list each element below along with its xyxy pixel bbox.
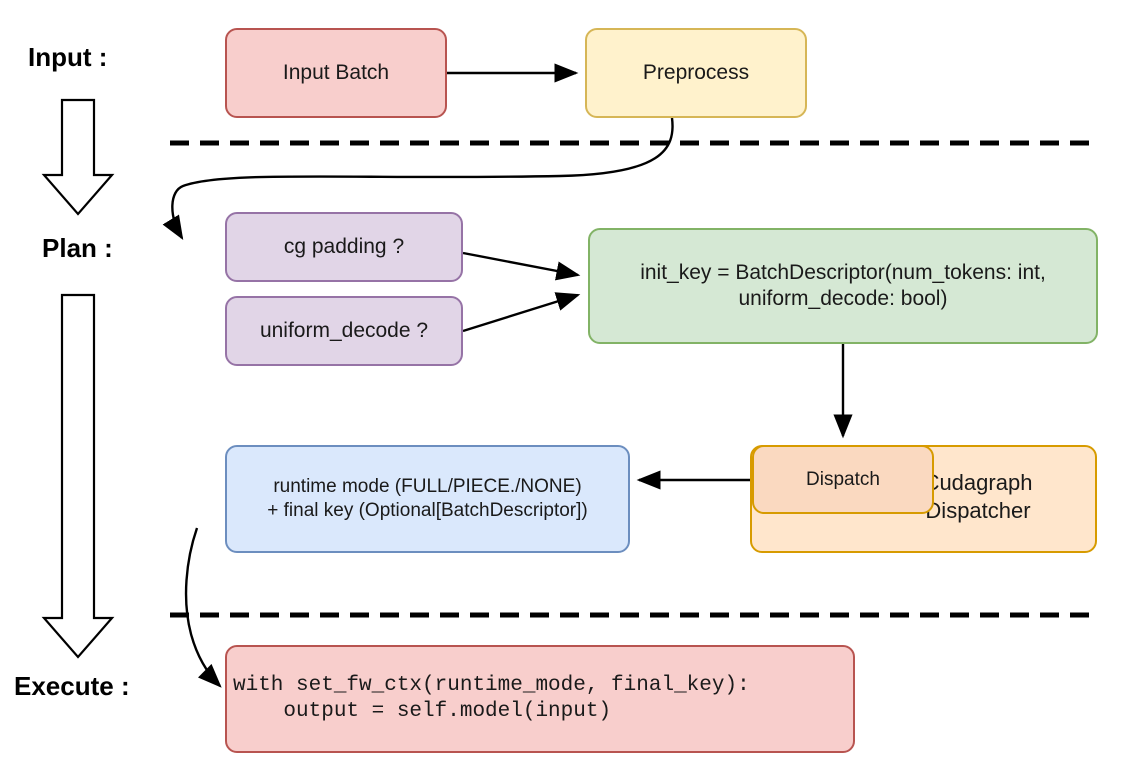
block-arrow-plan-to-execute (41, 293, 115, 659)
node-init-key[interactable]: init_key = BatchDescriptor(num_tokens: i… (588, 228, 1098, 344)
conn-uniform-decode-to-init-key (462, 292, 581, 333)
node-execute-code[interactable]: with set_fw_ctx(runtime_mode, final_key)… (225, 645, 855, 753)
stage-label-plan: Plan : (42, 233, 113, 263)
node-input-batch[interactable]: Input Batch (225, 28, 447, 118)
node-cg-padding[interactable]: cg padding ? (225, 212, 463, 282)
node-uniform-decode[interactable]: uniform_decode ? (225, 296, 463, 366)
stage-label-execute: Execute : (14, 671, 130, 701)
node-dispatch[interactable]: Dispatch (752, 445, 934, 514)
cudagraph-dispatcher-title: Cudagraph Dispatcher (923, 470, 1033, 523)
stage-label-input: Input : (28, 42, 108, 72)
node-preprocess[interactable]: Preprocess (585, 28, 807, 118)
node-runtime-mode[interactable]: runtime mode (FULL/PIECE./NONE) + final … (225, 445, 630, 553)
block-arrow-input-to-plan (41, 98, 115, 216)
conn-runtime-mode-to-execute-code (184, 527, 222, 688)
conn-cg-padding-to-init-key (462, 251, 581, 281)
